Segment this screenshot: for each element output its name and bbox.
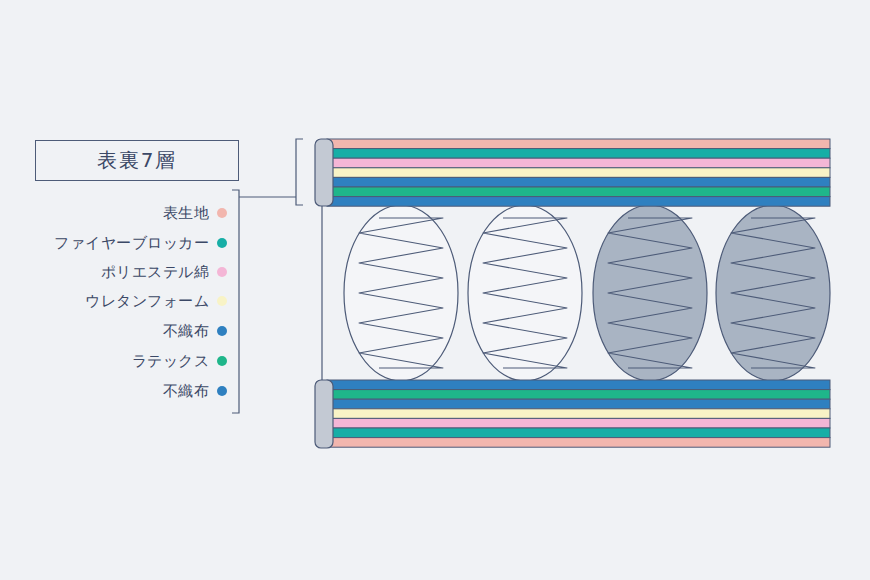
mattress-layer xyxy=(327,139,830,149)
spring-pocket xyxy=(468,205,582,381)
mattress-layer xyxy=(327,409,830,419)
mattress-layer xyxy=(327,158,830,168)
legend-label: 表生地 xyxy=(163,204,210,223)
layer-group xyxy=(327,139,830,447)
edge-cap xyxy=(315,139,333,206)
spring-coil xyxy=(608,218,692,368)
legend-label: ファイヤーブロッカー xyxy=(54,234,209,253)
legend-label: 不織布 xyxy=(163,382,210,401)
legend-swatch xyxy=(217,326,227,336)
mattress-side xyxy=(321,205,322,381)
mattress-layer xyxy=(327,428,830,438)
legend-label: ウレタンフォーム xyxy=(85,292,209,311)
mattress-layer xyxy=(327,177,830,187)
legend-swatch xyxy=(217,238,227,248)
legend-label: 不織布 xyxy=(163,322,210,341)
spring-group xyxy=(344,205,830,381)
legend-row: ウレタンフォーム xyxy=(85,291,227,311)
mattress-layer xyxy=(327,418,830,428)
spring-pocket xyxy=(716,205,830,381)
legend-swatch xyxy=(217,267,227,277)
legend-swatch xyxy=(217,356,227,366)
title-text: 表裏7層 xyxy=(97,147,178,174)
mattress-layer xyxy=(327,399,830,409)
legend-row: ファイヤーブロッカー xyxy=(54,233,227,253)
layer-bracket xyxy=(296,139,303,205)
legend-row: ラテックス xyxy=(132,351,228,371)
legend-row: ポリエステル綿 xyxy=(101,262,228,282)
leader-line xyxy=(239,196,296,197)
legend-label: ラテックス xyxy=(132,352,210,371)
mattress-layer xyxy=(327,438,830,448)
legend-swatch xyxy=(217,386,227,396)
spring-pocket xyxy=(593,205,707,381)
mattress-layer xyxy=(327,168,830,178)
mattress-layer xyxy=(327,380,830,390)
legend-row: 不織布 xyxy=(163,381,228,401)
legend-swatch xyxy=(217,208,227,218)
spring-coil xyxy=(731,218,815,368)
mattress-layer xyxy=(327,197,830,207)
mattress-layer xyxy=(327,390,830,400)
mattress-layer xyxy=(327,149,830,159)
spring-coil xyxy=(359,218,443,368)
title-box: 表裏7層 xyxy=(35,140,239,181)
mattress-layer xyxy=(327,187,830,197)
legend-swatch xyxy=(217,296,227,306)
legend-row: 表生地 xyxy=(163,203,228,223)
edge-cap xyxy=(315,380,333,448)
spring-coil xyxy=(483,218,567,368)
spring-pocket xyxy=(344,205,458,381)
legend-row: 不織布 xyxy=(163,321,228,341)
legend-label: ポリエステル綿 xyxy=(101,263,210,282)
list-bracket xyxy=(232,190,239,413)
